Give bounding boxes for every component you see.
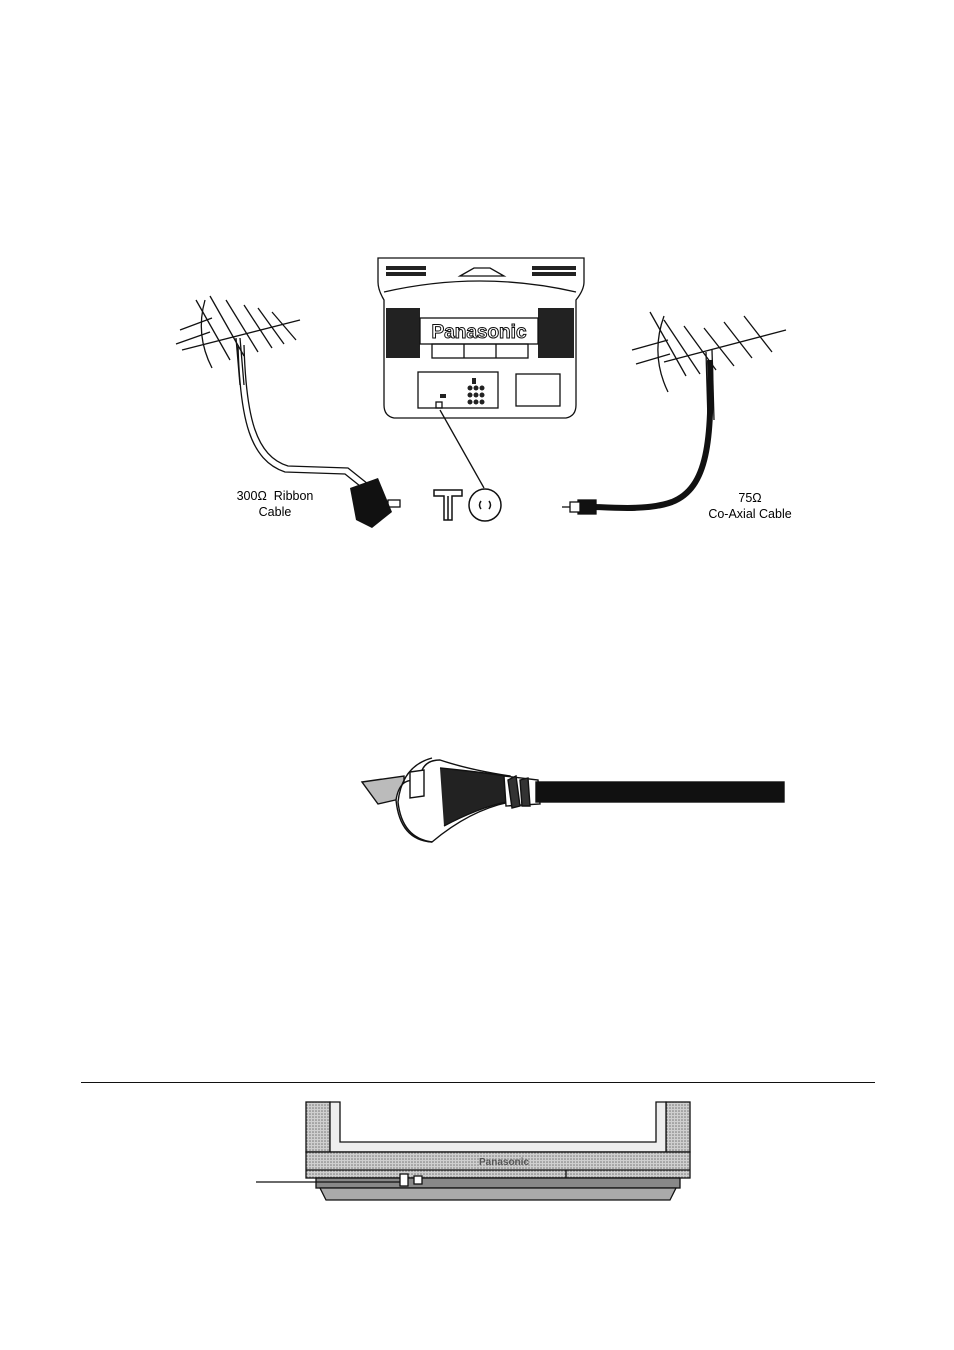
ribbon-plug [350,478,400,528]
ribbon-cable-label: 300Ω Ribbon Cable [212,488,338,520]
antenna-connection-diagram: Panasonic [0,0,954,560]
tv-rear-panel [378,258,584,488]
coax-impedance: 75Ω [690,490,810,506]
coax-cable-label: 75Ω Co-Axial Cable [690,490,810,522]
antenna-socket-icon [434,489,501,521]
ribbon-cable-word: Cable [212,504,338,520]
coax-plug [562,500,596,514]
mains-plug [362,758,784,842]
coax-cable [596,360,710,508]
ribbon-name: Ribbon [274,489,314,503]
coax-cable-word: Co-Axial Cable [690,506,810,522]
tv-front-bottom [256,1102,690,1200]
ribbon-impedance: 300Ω [237,489,267,503]
tv-front-brand: Panasonic [479,1157,529,1168]
horizontal-rule [81,1082,875,1083]
left-antenna [176,296,368,490]
tv-rear-brand: Panasonic [431,322,526,343]
